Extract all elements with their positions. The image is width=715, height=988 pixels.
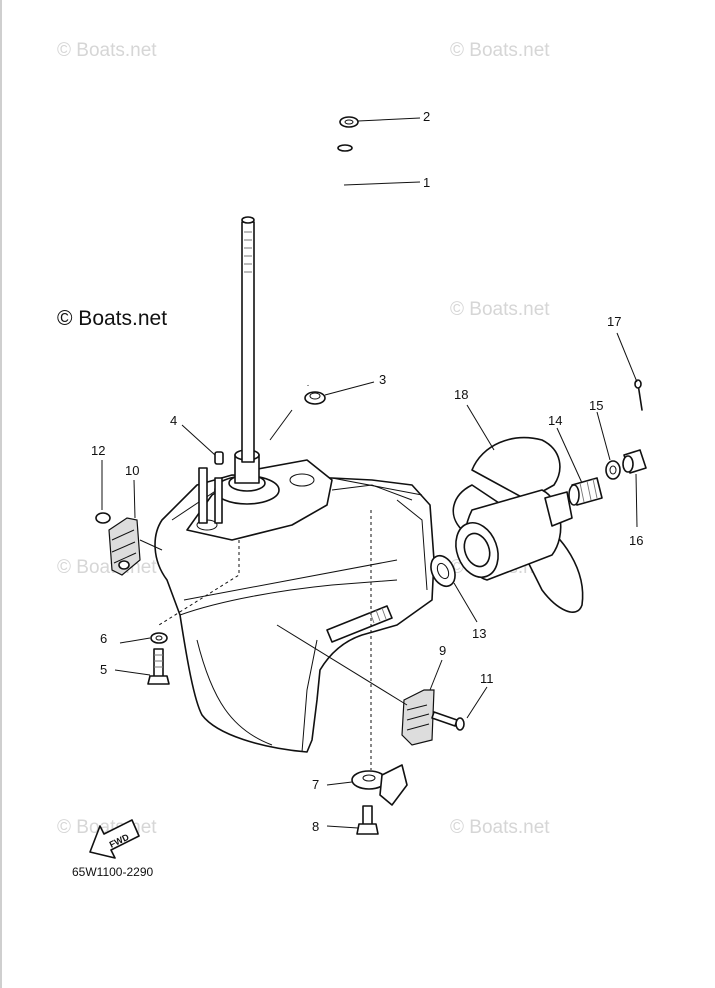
- callout-18: 18: [454, 387, 468, 402]
- propeller-nut[interactable]: [622, 449, 647, 474]
- thrust-washer[interactable]: [426, 552, 459, 590]
- anode-screw[interactable]: [431, 711, 465, 731]
- propeller-washer[interactable]: [605, 460, 621, 480]
- callout-16: 16: [629, 533, 643, 548]
- callout-17: 17: [607, 314, 621, 329]
- small-nut[interactable]: [95, 512, 111, 524]
- callout-7: 7: [312, 777, 319, 792]
- side-anode[interactable]: [401, 689, 435, 746]
- cotter-pin[interactable]: [634, 379, 643, 411]
- callout-12: 12: [91, 443, 105, 458]
- lower-case-housing[interactable]: [154, 474, 435, 753]
- watermark: © Boats.net: [450, 817, 550, 838]
- callout-3: 3: [379, 372, 386, 387]
- alignment-line: [158, 540, 240, 626]
- watermark-dark: © Boats.net: [57, 307, 167, 330]
- diagram-code: 65W1100-2290: [72, 865, 153, 879]
- watermark: © Boats.net: [57, 40, 157, 61]
- washer[interactable]: [150, 632, 168, 644]
- callout-11: 11: [480, 671, 494, 686]
- propeller[interactable]: [449, 436, 584, 613]
- propeller-spacer[interactable]: [568, 477, 603, 506]
- callout-8: 8: [312, 819, 319, 834]
- leader-lines: [101, 117, 638, 829]
- pump-base-plate[interactable]: [186, 449, 333, 541]
- water-tube[interactable]: [297, 144, 353, 386]
- callout-13: 13: [472, 626, 486, 641]
- grommet-top[interactable]: [339, 116, 359, 128]
- tube-seal[interactable]: [304, 391, 326, 405]
- trim-tab-anode[interactable]: [351, 764, 408, 806]
- anode-bolt[interactable]: [356, 805, 379, 835]
- callout-10: 10: [125, 463, 139, 478]
- rear-anode[interactable]: [108, 517, 141, 576]
- callout-14: 14: [548, 413, 562, 428]
- watermark: © Boats.net: [450, 40, 550, 61]
- drive-shaft[interactable]: [241, 216, 255, 463]
- callout-2: 2: [423, 109, 430, 124]
- callout-9: 9: [439, 643, 446, 658]
- callout-15: 15: [589, 398, 603, 413]
- watermark: © Boats.net: [57, 557, 157, 578]
- callout-6: 6: [100, 631, 107, 646]
- housing-bolt[interactable]: [147, 648, 170, 685]
- callout-4: 4: [170, 413, 177, 428]
- callout-5: 5: [100, 662, 107, 677]
- callout-1: 1: [423, 175, 430, 190]
- dowel-pin[interactable]: [214, 451, 224, 465]
- watermark: © Boats.net: [450, 299, 550, 320]
